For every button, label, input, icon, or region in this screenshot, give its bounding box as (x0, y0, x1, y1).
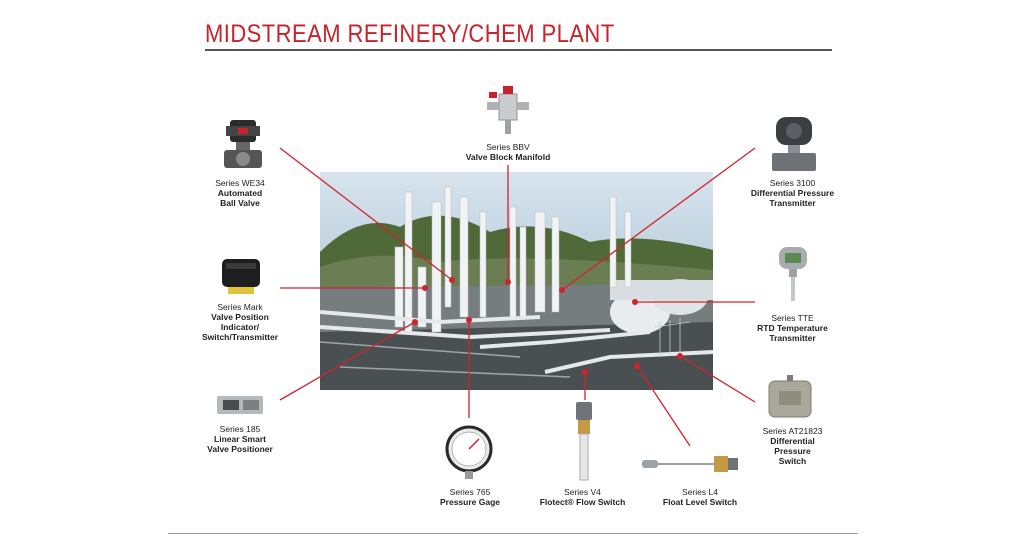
product-label-765: Series 765 Pressure Gage (430, 487, 510, 507)
product-name-line: Valve Positioner (207, 444, 273, 454)
product-name-line: Differential (770, 436, 815, 446)
series-label: Series WE34 (215, 178, 265, 188)
pressure-gage-icon (445, 425, 493, 479)
product-name-line: Switch/Transmitter (201, 332, 279, 342)
series-label: Series 185 (219, 424, 261, 434)
product-name-line: RTD Temperature (757, 323, 828, 333)
title-divider (205, 49, 832, 51)
float-level-switch-icon (642, 456, 738, 472)
product-name-line: Flotect® Flow Switch (539, 497, 626, 507)
series-label: Series Mark (217, 302, 263, 312)
product-name-line: Automated (217, 188, 263, 198)
series-label: Series 765 (449, 487, 491, 497)
product-name-line: Valve Block Manifold (465, 152, 551, 162)
ball-valve-icon (224, 120, 262, 168)
series-label: Series L4 (682, 487, 718, 497)
product-label-bbv: Series BBV Valve Block Manifold (448, 142, 568, 162)
product-label-v4: Series V4 Flotect® Flow Switch (530, 487, 635, 507)
refinery-plant-illustration (320, 172, 713, 390)
valve-position-indicator-icon (222, 259, 260, 294)
product-name-line: Pressure (774, 446, 811, 456)
product-name-line: Linear Smart (214, 434, 266, 444)
series-label: Series BBV (486, 142, 530, 152)
product-name-line: Differential Pressure (750, 188, 835, 198)
series-label: Series V4 (564, 487, 601, 497)
product-label-l4: Series L4 Float Level Switch (650, 487, 750, 507)
product-name-line: Valve Position (211, 312, 269, 322)
product-name-line: Switch (778, 456, 807, 466)
series-label: Series 3100 (769, 178, 816, 188)
valve-block-manifold-icon (487, 86, 529, 134)
product-name-line: Transmitter (769, 198, 816, 208)
pressure-transmitter-icon (772, 117, 816, 171)
product-name-line: Pressure Gage (439, 497, 500, 507)
rtd-transmitter-icon (779, 247, 807, 301)
differential-pressure-switch-icon (768, 375, 812, 418)
flow-switch-icon (576, 402, 592, 481)
product-name-line: Float Level Switch (662, 497, 738, 507)
series-label: Series TTE (771, 313, 814, 323)
page-title: MIDSTREAM REFINERY/CHEM PLANT (205, 20, 615, 48)
series-label: Series AT21823 (762, 426, 823, 436)
valve-positioner-icon (217, 396, 263, 414)
product-name-line: Transmitter (769, 333, 816, 343)
bottom-divider (168, 533, 858, 534)
product-name-line: Indicator/ (220, 322, 260, 332)
product-name-line: Ball Valve (220, 198, 260, 208)
